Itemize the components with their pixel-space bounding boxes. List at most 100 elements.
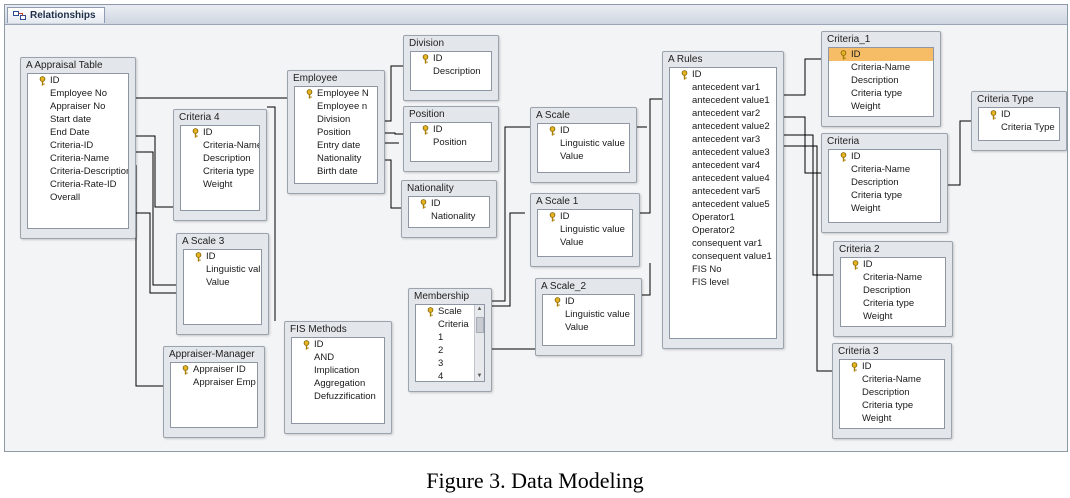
field-row[interactable]: Linguistic value (538, 137, 629, 150)
field-row[interactable]: Criteria-Description (28, 165, 128, 178)
field-row[interactable]: Operator2 (670, 224, 776, 237)
tab-relationships[interactable]: Relationships (7, 7, 105, 23)
field-row[interactable]: Criteria type (829, 189, 940, 202)
table-title[interactable]: Criteria (827, 136, 860, 147)
table-title[interactable]: Nationality (407, 183, 454, 194)
relationship-line[interactable] (135, 178, 176, 294)
field-row[interactable]: ID (292, 338, 384, 351)
field-row[interactable]: Start date (28, 113, 128, 126)
table-title[interactable]: FIS Methods (290, 324, 347, 335)
field-row[interactable]: ID (28, 74, 128, 87)
relationship-line[interactable] (948, 120, 971, 186)
field-row[interactable]: antecedent var1 (670, 81, 776, 94)
field-row[interactable]: Weight (829, 100, 933, 113)
field-row[interactable]: Appraiser Emp (171, 376, 257, 389)
field-row[interactable]: Description (829, 176, 940, 189)
field-row[interactable]: Description (829, 74, 933, 87)
field-row[interactable]: ID (979, 108, 1059, 121)
scroll-up-arrow[interactable]: ▲ (476, 306, 483, 312)
relationship-line[interactable] (784, 58, 821, 96)
relationship-line[interactable] (136, 151, 176, 286)
table-title[interactable]: Appraiser-Manager (169, 349, 255, 360)
relationship-line[interactable] (642, 263, 651, 296)
relationship-line[interactable] (492, 212, 525, 307)
field-row[interactable]: ID (543, 295, 634, 308)
table-title[interactable]: Criteria 4 (179, 112, 220, 123)
field-row[interactable]: Defuzzification (292, 390, 384, 403)
field-row[interactable]: ID (538, 210, 632, 223)
scroll-thumb[interactable] (476, 317, 484, 333)
field-row[interactable]: antecedent var3 (670, 133, 776, 146)
field-row[interactable]: ID (538, 124, 629, 137)
field-row[interactable]: Criteria type (841, 297, 945, 310)
relationship-line[interactable] (784, 145, 832, 372)
field-row[interactable]: antecedent value5 (670, 198, 776, 211)
field-row[interactable]: Description (411, 65, 491, 78)
field-row[interactable]: Criteria Type (979, 121, 1059, 134)
field-row[interactable]: Criteria-Name (841, 271, 945, 284)
field-row[interactable]: Criteria (416, 318, 484, 331)
field-row[interactable]: Criteria-Rate-ID (28, 178, 128, 191)
relationship-line[interactable] (640, 98, 662, 214)
field-row[interactable]: Position (295, 126, 377, 139)
field-row[interactable]: Employee N (295, 87, 377, 100)
table-title[interactable]: Criteria_1 (827, 34, 871, 45)
relationship-line[interactable] (267, 106, 276, 321)
table-title[interactable]: Criteria 3 (838, 346, 879, 357)
scrollbar[interactable]: ▲▼ (474, 305, 484, 381)
field-row[interactable]: Weight (181, 178, 259, 191)
field-row[interactable]: Aggregation (292, 377, 384, 390)
field-row[interactable]: ID (184, 250, 261, 263)
table-title[interactable]: A Scale_2 (541, 281, 587, 292)
field-row[interactable]: Appraiser No (28, 100, 128, 113)
field-row[interactable]: consequent var1 (670, 237, 776, 250)
table-title[interactable]: Criteria Type (977, 94, 1034, 105)
field-row[interactable]: consequent value1 (670, 250, 776, 263)
field-row[interactable]: Linguistic value (538, 223, 632, 236)
field-row[interactable]: FIS level (670, 276, 776, 289)
relationship-line[interactable] (135, 165, 163, 387)
field-row[interactable]: Criteria-Name (181, 139, 259, 152)
table-title[interactable]: A Scale 3 (182, 236, 225, 247)
field-row[interactable]: Description (841, 284, 945, 297)
table-title[interactable]: A Scale (536, 110, 570, 121)
field-row[interactable]: Overall (28, 191, 128, 204)
table-title[interactable]: A Appraisal Table (26, 60, 103, 71)
field-row[interactable]: antecedent var2 (670, 107, 776, 120)
field-row[interactable]: antecedent value3 (670, 146, 776, 159)
field-row[interactable]: ID (840, 360, 944, 373)
field-row[interactable]: End Date (28, 126, 128, 139)
field-row[interactable]: Criteria type (829, 87, 933, 100)
relationship-line[interactable] (784, 134, 833, 276)
field-row[interactable]: Position (411, 136, 491, 149)
relationship-line[interactable] (136, 135, 173, 208)
field-row[interactable]: antecedent var4 (670, 159, 776, 172)
field-row[interactable]: Weight (841, 310, 945, 323)
field-row[interactable]: Value (538, 236, 632, 249)
